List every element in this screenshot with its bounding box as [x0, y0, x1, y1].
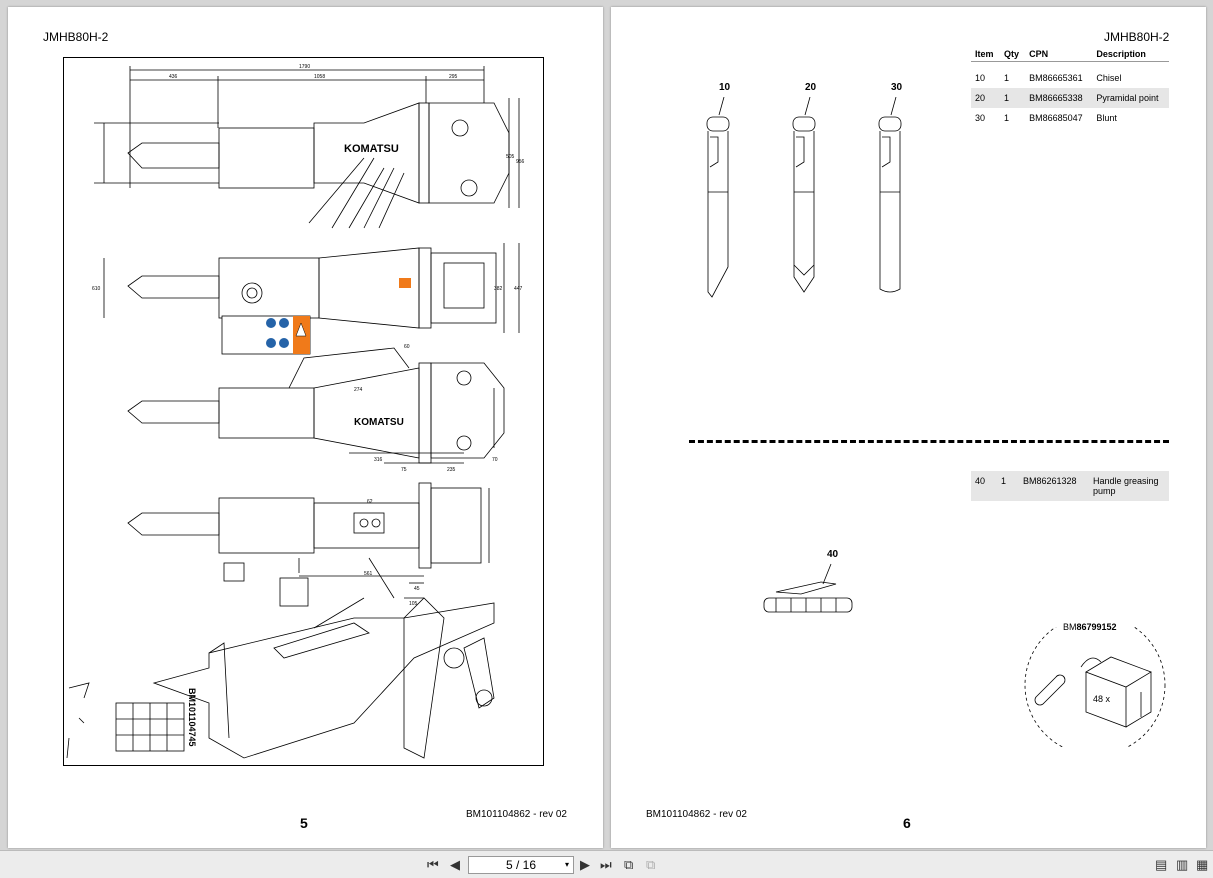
- orange-tag: [399, 278, 411, 288]
- viewer-toolbar: ⏮ ◀ 5 / 16 ▾ ▶ ⏭ ⧉ ⧉ ▤ ▥ ▦: [0, 850, 1213, 878]
- callout-20: 20: [805, 82, 817, 93]
- single-page-view-icon[interactable]: ▤: [1155, 857, 1168, 872]
- callout-30: 30: [891, 82, 903, 93]
- cell-item: 20: [971, 87, 1000, 108]
- warning-decal: [221, 315, 311, 355]
- col-cpn: CPN: [1025, 47, 1093, 62]
- doc-reference: BM101104862 - rev 02: [646, 809, 747, 820]
- dim-235: 235: [447, 467, 456, 473]
- col-description: Description: [1092, 47, 1169, 62]
- prev-page-icon[interactable]: ◀: [450, 857, 460, 872]
- dim-610: 610: [92, 286, 101, 292]
- first-page-icon[interactable]: ⏮: [427, 857, 439, 872]
- col-qty: Qty: [999, 47, 1026, 62]
- cell-qty: 1: [999, 87, 1026, 108]
- dim-75: 75: [401, 467, 407, 473]
- dim-436: 436: [169, 74, 178, 80]
- dim-956: 956: [516, 159, 525, 165]
- cell-item: 10: [975, 72, 986, 83]
- dim-1790: 1790: [299, 64, 310, 70]
- cell-desc: Pyramidal point: [1092, 87, 1169, 108]
- dim-382: 382: [494, 286, 503, 292]
- next-page-icon[interactable]: ▶: [580, 857, 590, 872]
- cell-qty: 1: [1003, 72, 1009, 83]
- cell-qty: 1: [997, 471, 1019, 501]
- brand-label: KOMATSU: [344, 143, 399, 155]
- kit-code-number: 86799152: [1076, 622, 1117, 632]
- doc-reference: BM101104862 - rev 02: [466, 809, 567, 820]
- last-page-icon[interactable]: ⏭: [600, 857, 612, 872]
- kit-illustration: 48 x: [1024, 627, 1166, 747]
- lifting-decal: [223, 562, 245, 582]
- chevron-down-icon[interactable]: ▾: [564, 860, 569, 869]
- two-page-view-icon[interactable]: ▦: [1196, 857, 1209, 872]
- cell-cpn: BM86665338: [1025, 87, 1093, 108]
- dim-105: 105: [409, 601, 418, 607]
- right-page: JMHB80H-2 Item Qty CPN Description 10 1 …: [611, 7, 1206, 848]
- dim-295: 295: [449, 74, 458, 80]
- noise-decal: [279, 577, 309, 607]
- dim-1058: 1058: [314, 74, 325, 80]
- rotate-icon[interactable]: ⧉: [624, 857, 634, 872]
- kit-code-prefix: BM: [1063, 622, 1077, 632]
- cell-qty: 1: [1003, 112, 1009, 123]
- dim-505: 505: [506, 154, 515, 160]
- dim-60: 60: [404, 344, 410, 350]
- col-item: Item: [971, 47, 1000, 62]
- dim-316: 316: [374, 457, 383, 463]
- technical-drawing: 1790 436 1058 295 505 956 610 447 382 60…: [63, 57, 544, 766]
- dim-62: 62: [367, 499, 373, 505]
- dim-447: 447: [514, 286, 523, 292]
- page-number-input[interactable]: 5 / 16 ▾: [468, 856, 574, 874]
- callout-40: 40: [827, 549, 839, 560]
- cell-desc: Handle greasing pump: [1089, 471, 1169, 501]
- table-row: 10 1 BM86665361 Chisel: [971, 68, 1169, 88]
- kit-code: BM86799152: [1063, 622, 1117, 632]
- tool-drawings: [706, 97, 902, 298]
- callout-10: 10: [719, 82, 731, 93]
- page-number: 6: [903, 815, 911, 831]
- dim-561: 561: [364, 571, 373, 577]
- table-row: 30 1 BM86685047 Blunt: [971, 108, 1169, 128]
- dim-45: 45: [414, 586, 420, 592]
- kit-qty: 48 x: [1093, 694, 1111, 704]
- parts-table-2: 40 1 BM86261328 Handle greasing pump: [971, 471, 1169, 501]
- continuous-view-icon[interactable]: ▥: [1176, 857, 1189, 872]
- cell-desc: Chisel: [1096, 72, 1122, 83]
- cell-item: 30: [975, 112, 986, 123]
- brand-label-2: KOMATSU: [354, 417, 404, 428]
- page-number: 5: [300, 815, 308, 831]
- left-page: JMHB80H-2: [8, 7, 603, 848]
- page-header: JMHB80H-2: [43, 30, 109, 44]
- table-row: 20 1 BM86665338 Pyramidal point: [971, 87, 1169, 108]
- dim-274: 274: [354, 387, 363, 393]
- parts-table: Item Qty CPN Description 10 1 BM86665361…: [971, 47, 1169, 128]
- page-field-value: 5 / 16: [505, 858, 537, 872]
- cell-cpn: BM86261328: [1019, 471, 1089, 501]
- cell-desc: Blunt: [1096, 112, 1117, 123]
- section-divider: [689, 440, 1169, 443]
- table-header-row: Item Qty CPN Description: [971, 47, 1169, 62]
- cell-cpn: BM86685047: [1029, 112, 1083, 123]
- cell-item: 40: [971, 471, 997, 501]
- page-header: JMHB80H-2: [1104, 30, 1170, 44]
- dim-70: 70: [492, 457, 498, 463]
- grease-pump-drawing: [763, 563, 853, 613]
- part-ref: BM101104745: [187, 688, 197, 747]
- cell-cpn: BM86665361: [1029, 72, 1083, 83]
- copy-icon[interactable]: ⧉: [646, 857, 656, 872]
- table-row: 40 1 BM86261328 Handle greasing pump: [971, 471, 1169, 501]
